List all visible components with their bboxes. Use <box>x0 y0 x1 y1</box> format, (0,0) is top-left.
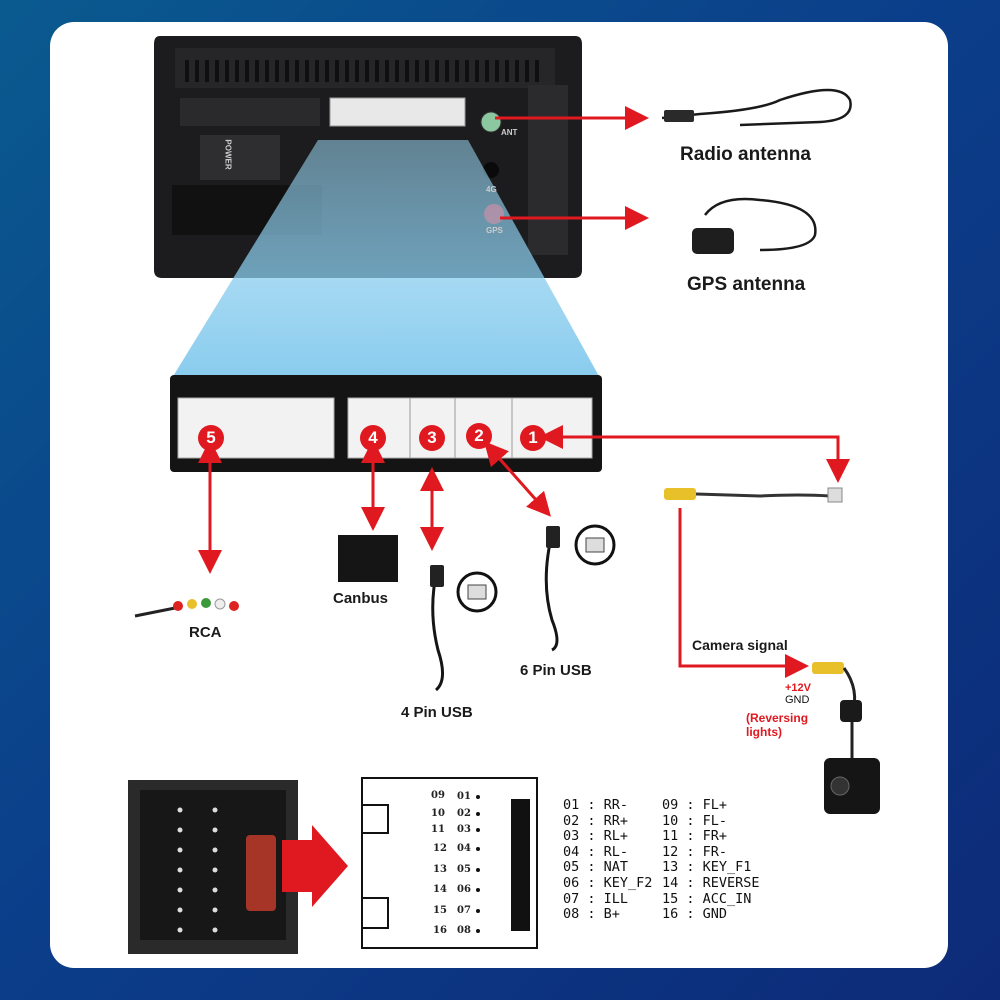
ant-port-label: ANT <box>501 128 518 137</box>
gps-port-label: GPS <box>486 226 503 235</box>
pin-assignment: 09 : FL+ <box>662 797 728 813</box>
camera-harness <box>664 487 843 503</box>
pin-number-08: 08 <box>457 925 471 936</box>
pin-assignment: 16 : GND <box>662 906 728 923</box>
pin-assignment: 11 : FR+ <box>662 828 728 845</box>
usb-4pin-cable <box>430 565 498 692</box>
arrows <box>198 106 850 678</box>
rca-label: RCA <box>189 624 222 641</box>
pin-list-left: 01 : RR- 02 : RR+ 03 : RL+ 04 : RL- 05 :… <box>563 797 653 923</box>
pin-number-14: 14 <box>433 884 447 895</box>
pin-assignment: 05 : NAT <box>563 859 629 876</box>
pin-number-13: 13 <box>433 864 447 875</box>
fourg-port-label: 4G <box>486 185 497 194</box>
pin-number-03: 03 <box>457 824 471 835</box>
pin-list-right: 09 : FL+ 10 : FL- 11 : FR+ 12 : FR- 13 :… <box>662 797 760 923</box>
power-port-label: POWER <box>223 139 233 170</box>
pinout-schematic <box>361 777 538 949</box>
radio-antenna-label: Radio antenna <box>680 144 811 165</box>
pin-assignment: 08 : B+ <box>563 906 620 923</box>
pin-assignment: 02 : RR+ <box>563 812 629 829</box>
usb-6pin-cable <box>544 524 616 652</box>
pin-number-05: 05 <box>457 864 471 875</box>
pin-number-09: 09 <box>431 790 445 801</box>
pin-number-01: 01 <box>457 791 471 802</box>
usb-4pin-label: 4 Pin USB <box>401 704 473 721</box>
pin-assignment: 14 : REVERSE <box>662 874 760 891</box>
usb-6pin-label: 6 Pin USB <box>520 662 592 679</box>
gnd-label: GND <box>785 694 810 706</box>
pin-assignment: 12 : FR- <box>662 843 728 860</box>
pin-assignment: 10 : FL- <box>662 812 728 829</box>
reversing-note-line1: (Reversing <box>746 711 809 725</box>
badge-4: 4 <box>360 425 386 451</box>
pin-number-10: 10 <box>431 808 445 819</box>
iso-harness-photo <box>128 780 348 954</box>
pin-assignment: 01 : RR- <box>563 797 629 813</box>
gps-antenna <box>692 197 817 254</box>
canbus-label: Canbus <box>333 590 389 607</box>
pin-number-06: 06 <box>457 884 471 895</box>
canbus-box <box>338 535 398 582</box>
connector-panel <box>170 375 602 472</box>
pin-number-12: 12 <box>433 843 447 854</box>
reversing-note-line2: lights) <box>746 725 782 739</box>
pin-assignment: 04 : RL- <box>563 843 629 860</box>
pin-assignment: 13 : KEY_F1 <box>662 859 752 876</box>
pin-number-02: 02 <box>457 808 471 819</box>
pinout-dots <box>476 795 480 933</box>
badge-1: 1 <box>520 425 546 451</box>
plus-12v-label: +12V <box>785 682 811 694</box>
pin-number-11: 11 <box>431 824 445 835</box>
radio-antenna-cable <box>661 88 852 127</box>
pin-assignment: 03 : RL+ <box>563 828 629 845</box>
rca-harness <box>134 598 239 618</box>
pin-assignment: 07 : ILL <box>563 890 629 907</box>
pin-assignment: 15 : ACC_IN <box>662 890 752 907</box>
pin-number-07: 07 <box>457 905 471 916</box>
badge-5: 5 <box>198 425 224 451</box>
connector-zoom-beam <box>172 140 600 378</box>
gps-antenna-label: GPS antenna <box>687 274 806 295</box>
badge-2: 2 <box>466 423 492 449</box>
pin-assignment: 06 : KEY_F2 <box>563 874 653 891</box>
reversing-camera <box>812 662 880 814</box>
pin-number-16: 16 <box>433 925 447 936</box>
pin-number-04: 04 <box>457 843 471 854</box>
pin-number-15: 15 <box>433 905 447 916</box>
camera-signal-label: Camera signal <box>692 637 788 653</box>
badge-3: 3 <box>419 425 445 451</box>
